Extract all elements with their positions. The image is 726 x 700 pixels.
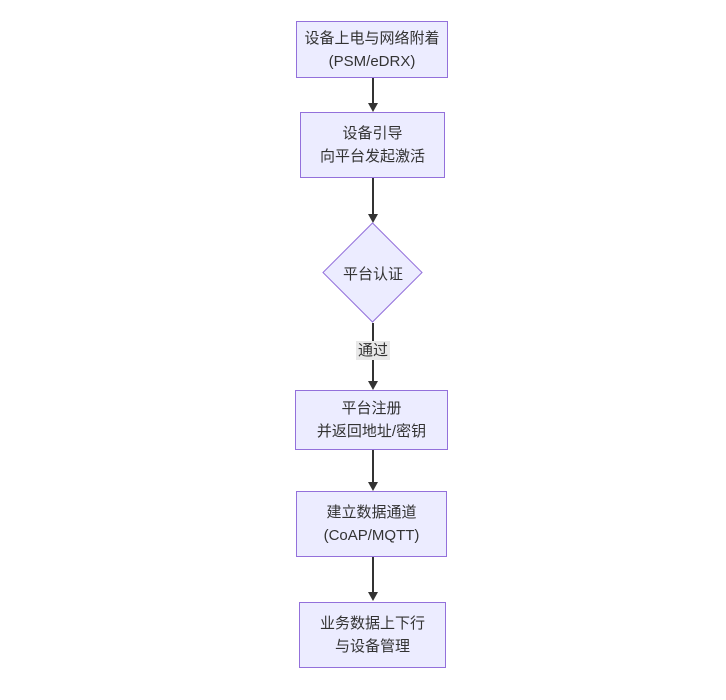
flow-node-register: 平台注册 并返回地址/密钥 [295,390,448,450]
node-label-line: (PSM/eDRX) [328,52,416,70]
flow-node-power-attach: 设备上电与网络附着 (PSM/eDRX) [296,21,448,78]
node-label-line: 设备引导 [342,125,403,142]
flow-node-business: 业务数据上下行 与设备管理 [299,602,446,668]
node-label-line: 并返回地址/密钥 [316,423,427,440]
flow-node-bootstrap: 设备引导 向平台发起激活 [300,112,445,178]
arrowhead-icon [368,214,378,223]
node-label-line: 业务数据上下行 [319,615,425,632]
flow-node-platform-auth: 平台认证 [322,223,424,323]
edge-label-pass: 通过 [355,341,391,360]
edge-line [372,78,374,104]
arrowhead-icon [368,381,378,390]
edge-line [372,557,374,593]
node-label-line: 设备上电与网络附着 [304,29,440,47]
arrowhead-icon [368,592,378,601]
edge-line [372,178,374,215]
arrowhead-icon [368,103,378,112]
node-label-line: 建立数据通道 [326,504,417,521]
flow-node-data-channel: 建立数据通道 (CoAP/MQTT) [296,491,447,557]
node-label-line: (CoAP/MQTT) [323,527,420,544]
node-label-line: 与设备管理 [334,638,410,655]
node-label-line: 平台注册 [341,400,402,417]
arrowhead-icon [368,482,378,491]
node-label-line: 平台认证 [342,265,403,283]
edge-line [372,450,374,483]
node-label-line: 向平台发起激活 [319,148,425,165]
